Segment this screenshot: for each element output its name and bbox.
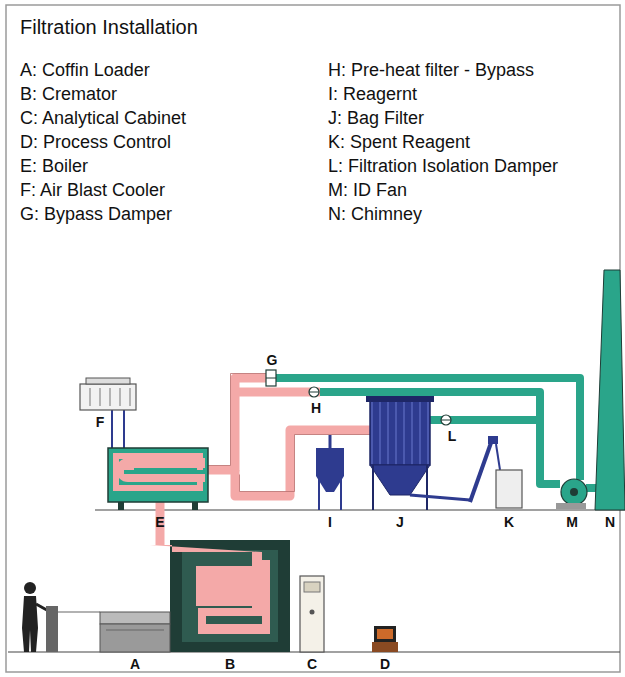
callout-letter: L [448, 428, 457, 444]
duct-edge [205, 374, 370, 492]
callout-letter: B [225, 656, 235, 672]
key-entry: L: Filtration Isolation Damper [328, 156, 558, 177]
callout-letter: E [155, 514, 164, 530]
preheat-bypass-damper [309, 387, 319, 397]
key-entry: B: Cremator [20, 84, 117, 105]
key-entry: N: Chimney [328, 204, 422, 225]
process-control [372, 626, 398, 652]
key-entry: D: Process Control [20, 132, 171, 153]
id-fan [556, 479, 587, 509]
diagram-title: Filtration Installation [20, 16, 198, 39]
key-entry: I: Reagernt [328, 84, 417, 105]
key-entry: H: Pre-heat filter - Bypass [328, 60, 534, 81]
key-entry: F: Air Blast Cooler [20, 180, 165, 201]
analytical-cabinet [300, 576, 324, 652]
callout-letter: F [96, 414, 105, 430]
bypass-damper [266, 370, 276, 386]
key-entry: C: Analytical Cabinet [20, 108, 186, 129]
callout-letter: C [307, 656, 317, 672]
callout-letter: I [328, 514, 332, 530]
key-entry: A: Coffin Loader [20, 60, 150, 81]
isolation-damper [441, 415, 451, 425]
reagent-hopper [316, 435, 344, 510]
key-entry: E: Boiler [20, 156, 88, 177]
callout-letter: A [130, 656, 140, 672]
coffin-loader [22, 582, 170, 652]
key-entry: K: Spent Reagent [328, 132, 470, 153]
callout-letter: H [311, 400, 321, 416]
upper-ground [95, 509, 625, 510]
callout-letter: D [380, 656, 390, 672]
boiler [108, 448, 208, 510]
callout-letter: G [267, 352, 278, 368]
key-entry: J: Bag Filter [328, 108, 424, 129]
key-entry: G: Bypass Damper [20, 204, 172, 225]
spent-reagent-bin [410, 436, 522, 508]
callout-letter: K [504, 514, 514, 530]
frame [6, 5, 620, 672]
bag-filter [366, 396, 434, 510]
key-entry: M: ID Fan [328, 180, 407, 201]
callout-letter: N [605, 514, 615, 530]
callout-letter: M [566, 514, 578, 530]
callout-letter: J [396, 514, 404, 530]
chimney [595, 270, 625, 510]
air-blast-cooler [80, 378, 136, 450]
cremator [150, 540, 290, 652]
